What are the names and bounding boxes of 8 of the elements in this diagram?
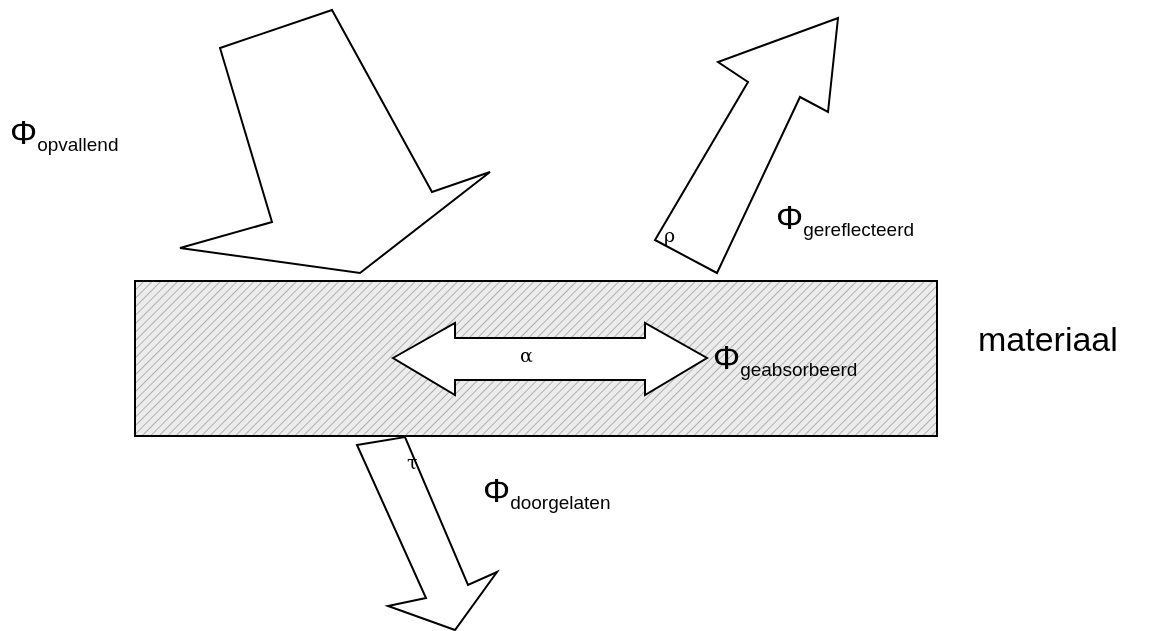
symbol-label: α [520,346,533,365]
flux-label: Φ$_{geabsorbeerd}$ [713,340,858,379]
flux-label: Φ$_{doorgelaten}$ [483,473,611,512]
flux-label: Φ$_{opvallend}$ [10,115,119,154]
material-label: materiaal [978,322,1118,356]
flux-label: Φ$_{gereflecteerd}$ [776,200,915,239]
symbol-label: ρ [664,226,676,245]
symbol-label: τ [407,453,418,472]
